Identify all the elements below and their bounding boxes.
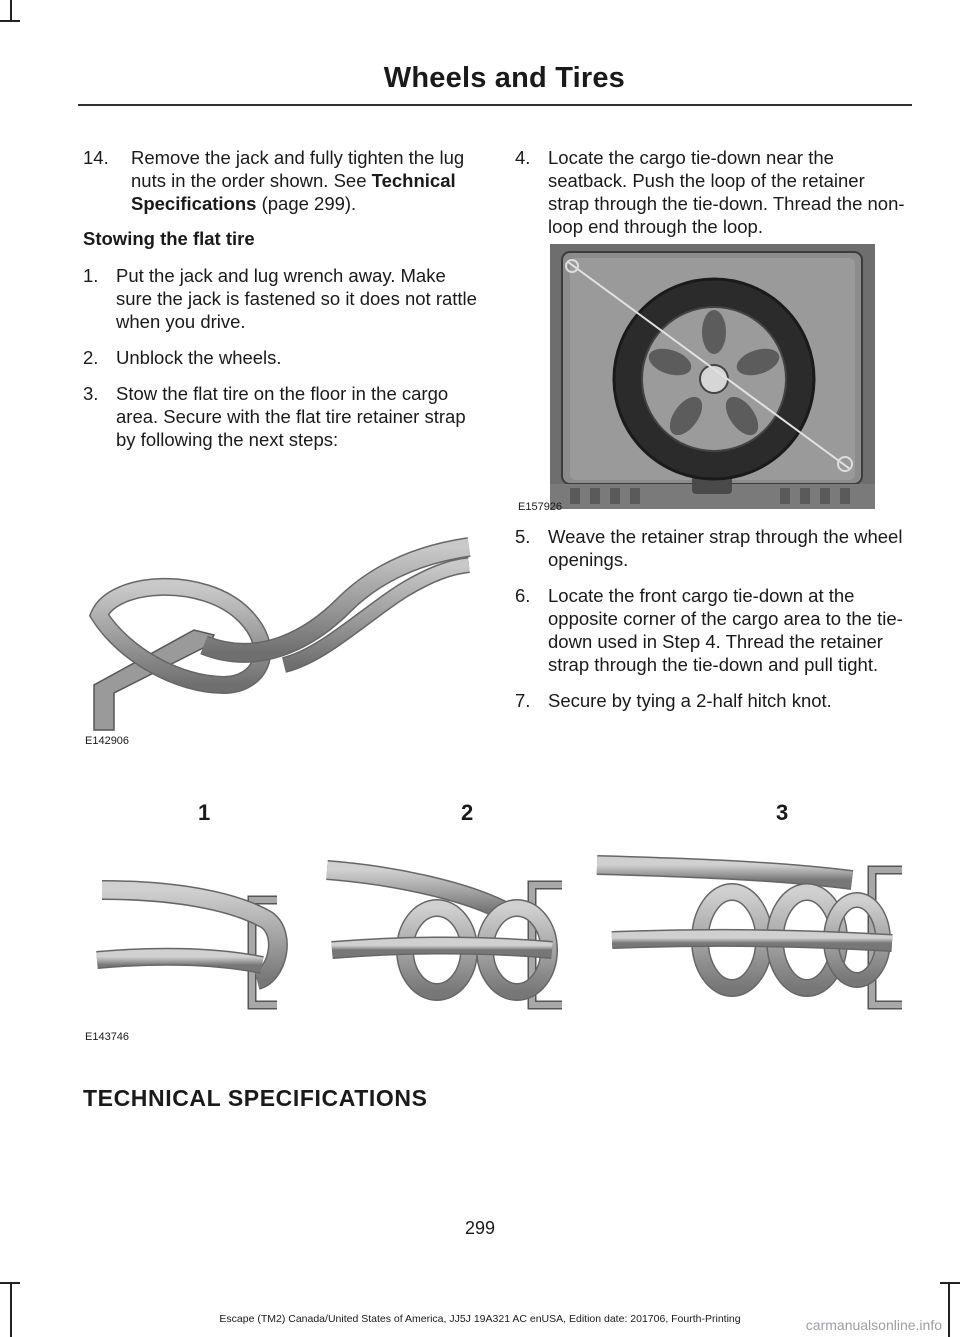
step-4: 4. Locate the cargo tie-down near the se… [515,146,910,238]
figure-code: E143746 [85,1031,130,1043]
step-number: 1. [83,265,99,286]
cargo-area-tire-illustration [550,244,875,509]
step-number: 5. [515,526,531,547]
step-number: 4. [515,147,531,168]
step-text: Unblock the wheels. [116,347,282,368]
crop-mark [0,1282,20,1284]
step-text: Weave the retainer strap through the whe… [548,526,903,570]
step-number: 3. [83,383,99,404]
step-text: Stow the flat tire on the floor in the c… [116,383,466,450]
step-text: Secure by tying a 2-half hitch knot. [548,690,832,711]
step-1: 1. Put the jack and lug wrench away. Mak… [83,264,478,333]
step-5: 5. Weave the retainer strap through the … [515,525,910,571]
figure-code: E142906 [85,735,130,747]
crop-mark [940,1282,960,1284]
knot-step-label-3: 3 [776,800,789,825]
step-7: 7. Secure by tying a 2-half hitch knot. [515,689,910,712]
step-text: Locate the cargo tie-down near the seatb… [548,147,905,237]
crop-mark [0,20,20,22]
right-column-continued: 5. Weave the retainer strap through the … [515,525,910,725]
knot-sequence-illustration [96,855,902,1010]
crop-mark [948,1282,950,1337]
figure-code: E157926 [518,501,563,513]
title-divider [78,104,912,106]
watermark: carmanualsonline.info [805,1317,942,1333]
step-number: 2. [83,347,99,368]
step-number: 6. [515,585,531,606]
step-14: 14. Remove the jack and fully tighten th… [83,146,478,215]
step-6: 6. Locate the front cargo tie-down at th… [515,584,910,676]
footer-edition-info: Escape (TM2) Canada/United States of Ame… [219,1313,741,1325]
subheading-stowing-flat-tire: Stowing the flat tire [83,228,255,249]
step-number: 7. [515,690,531,711]
knot-step-label-2: 2 [461,800,474,825]
page-title: Wheels and Tires [383,62,625,94]
knot-step-label-1: 1 [198,800,211,825]
step-3: 3. Stow the flat tire on the floor in th… [83,382,478,451]
strap-loop-illustration [88,537,471,731]
step-text: (page 299). [256,193,357,214]
crop-mark [10,0,12,22]
step-number: 14. [83,147,109,168]
crop-mark [10,1282,12,1337]
left-column: 14. Remove the jack and fully tighten th… [83,146,478,464]
technical-specifications-link[interactable]: Technical Specifications [131,170,456,214]
right-column: 4. Locate the cargo tie-down near the se… [515,146,910,251]
step-2: 2. Unblock the wheels. [83,346,478,369]
section-heading: TECHNICAL SPECIFICATIONS [83,1085,428,1111]
step-text: Locate the front cargo tie-down at the o… [548,585,903,675]
page-number: 299 [464,1218,496,1238]
step-text: Put the jack and lug wrench away. Make s… [116,265,477,332]
step-text: Remove the jack and fully tighten the lu… [131,147,465,191]
